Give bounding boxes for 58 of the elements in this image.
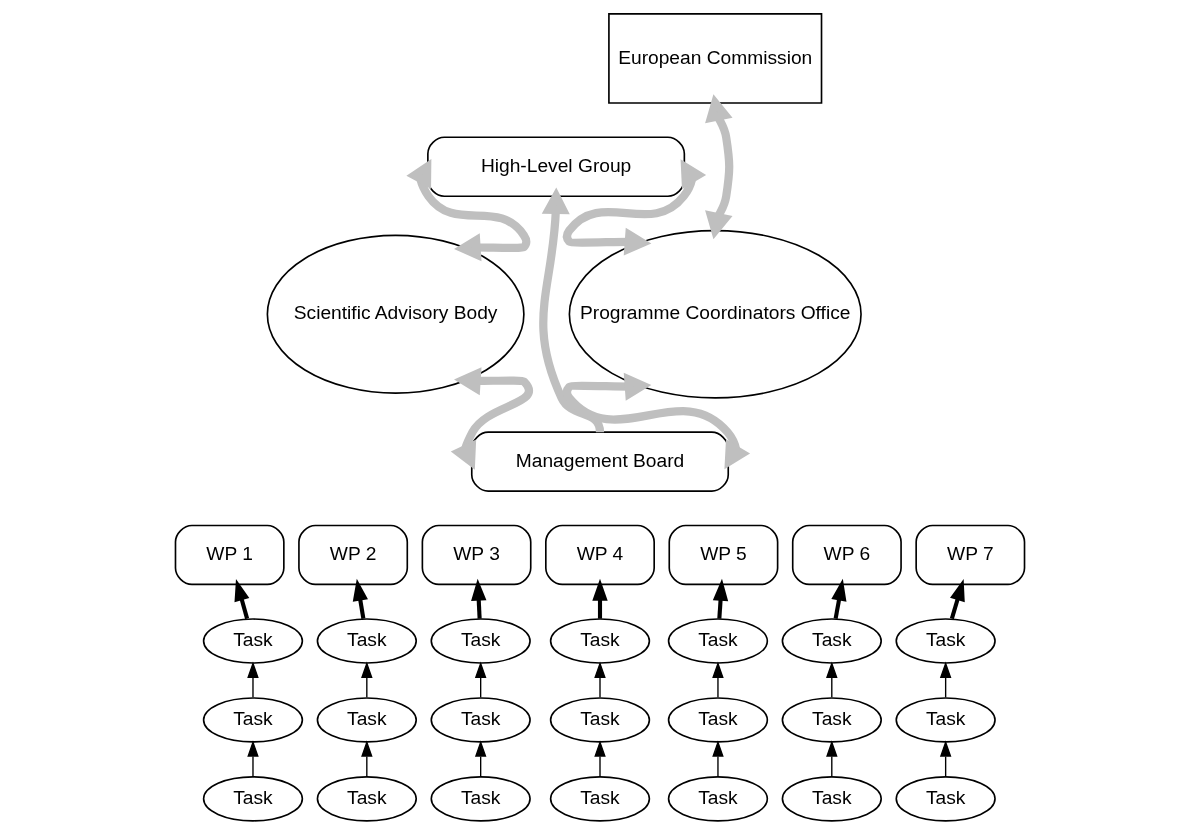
arrow <box>939 661 951 699</box>
arrow <box>562 159 706 256</box>
node-ellipse: Task <box>429 776 531 822</box>
arrow <box>470 578 486 619</box>
node-ellipse: Task <box>316 618 417 664</box>
arrow <box>593 740 606 777</box>
node-ellipse: Task <box>781 697 882 743</box>
node-ellipse: Task <box>781 618 882 664</box>
node-ellipse: Task <box>316 697 417 743</box>
arrow <box>538 187 604 433</box>
arrow <box>825 661 838 699</box>
arrow <box>562 372 750 470</box>
node-ellipse: Task <box>202 697 303 743</box>
node-ellipse: Task <box>894 697 996 743</box>
node-box: WP 2 <box>297 524 408 586</box>
node-ellipse: Task <box>894 618 996 664</box>
node-box: WP 6 <box>791 524 902 586</box>
arrow <box>360 740 373 777</box>
node-ellipse: Task <box>549 776 650 822</box>
node-ellipse: Task <box>667 697 768 743</box>
arrow <box>591 578 608 619</box>
node-ellipse: Task <box>549 697 650 743</box>
node-box: WP 7 <box>914 524 1025 586</box>
node-ellipse: Task <box>894 776 996 822</box>
node-box: WP 5 <box>667 524 778 586</box>
node-ellipse: Task <box>667 618 768 664</box>
node-box: High-Level Group <box>426 136 685 198</box>
node-ellipse: Task <box>429 618 531 664</box>
arrow <box>711 661 724 699</box>
arrow <box>825 740 838 777</box>
node-ellipse: Task <box>781 776 882 822</box>
arrow <box>246 661 259 699</box>
node-box: WP 3 <box>421 524 532 586</box>
arrow <box>474 740 486 777</box>
arrow <box>352 578 368 619</box>
arrow <box>704 94 733 240</box>
arrow <box>830 578 846 619</box>
node-ellipse: Task <box>429 697 531 743</box>
arrow <box>711 740 724 777</box>
node-ellipse: Task <box>549 618 650 664</box>
arrow <box>593 661 606 699</box>
arrow <box>360 661 373 699</box>
arrow <box>246 740 259 777</box>
node-box: WP 4 <box>544 524 655 586</box>
node-ellipse: Task <box>667 776 768 822</box>
arrow <box>939 740 951 777</box>
arrow <box>405 159 530 262</box>
node-ellipse: Task <box>316 776 417 822</box>
arrow <box>949 578 965 620</box>
arrow <box>474 661 486 699</box>
arrow <box>712 578 728 619</box>
node-ellipse: Task <box>202 618 303 664</box>
arrow <box>450 367 533 470</box>
node-box: WP 1 <box>174 524 285 586</box>
arrow <box>234 578 249 620</box>
node-box: Management Board <box>470 431 729 492</box>
node-ellipse: Task <box>202 776 303 822</box>
node-box: European Commission <box>607 13 822 104</box>
